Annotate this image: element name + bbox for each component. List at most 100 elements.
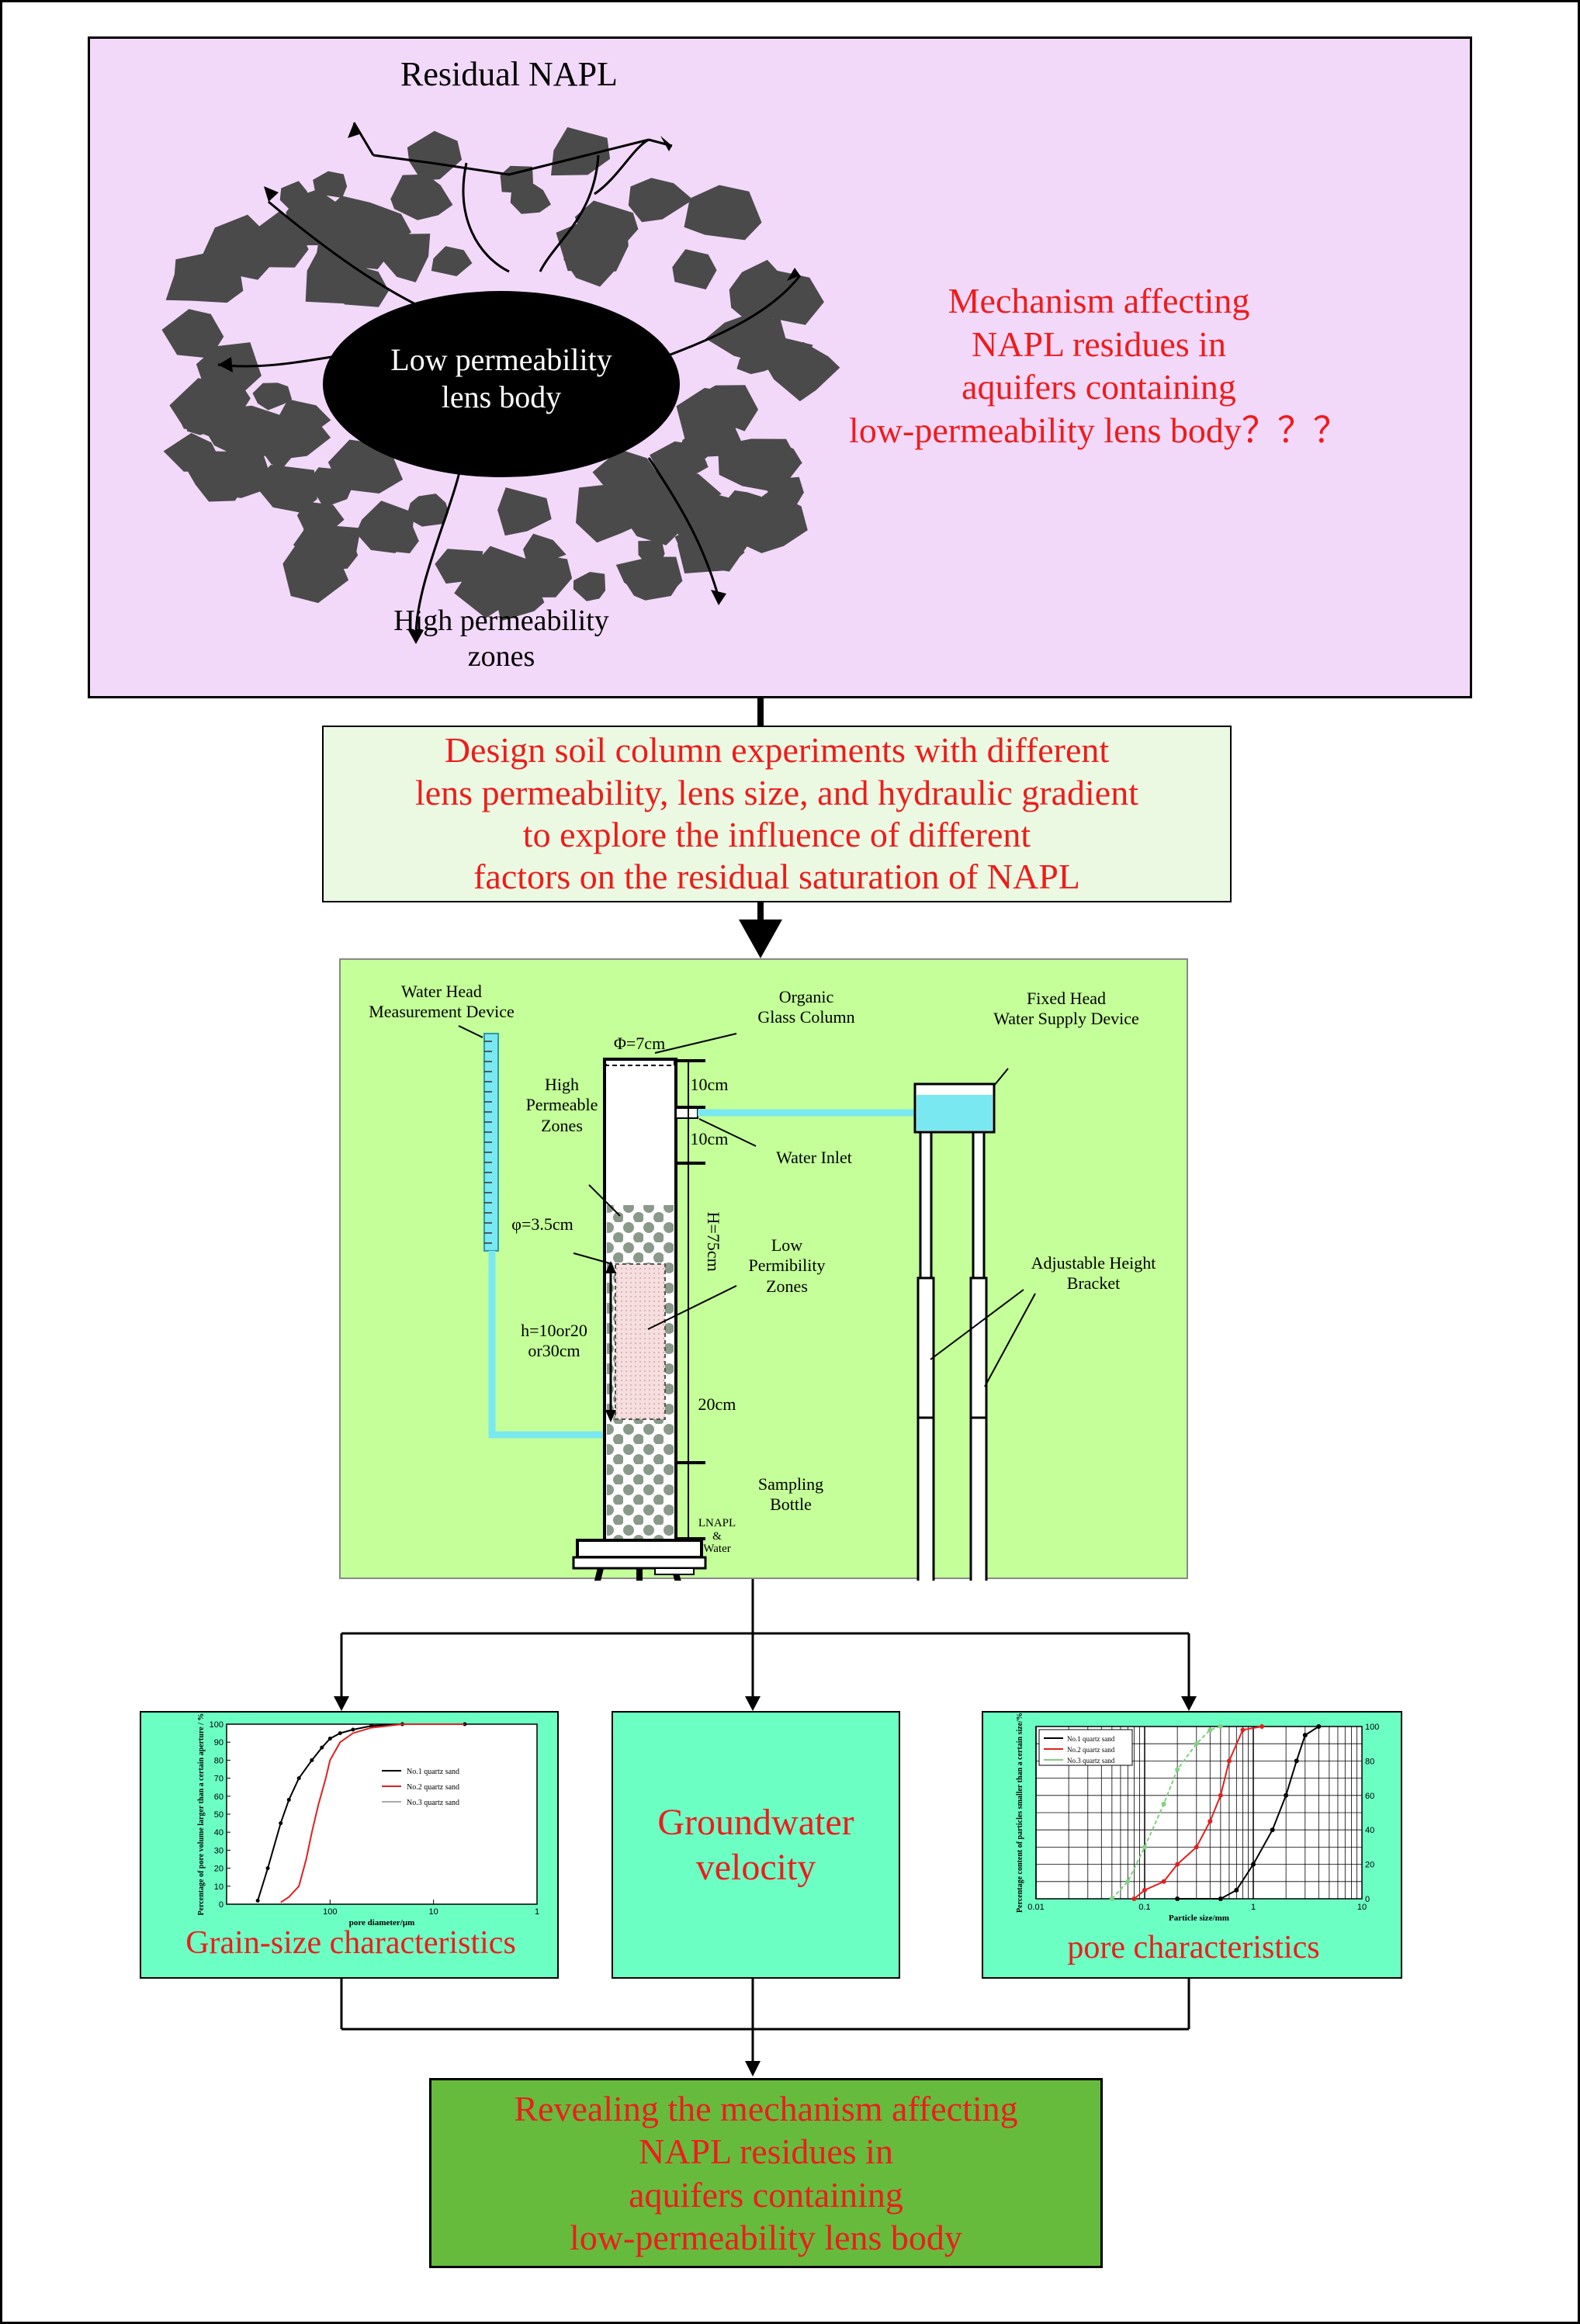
lens-height-line2: or30cm [528,1341,580,1361]
lens-illustration [161,122,840,644]
chart2-point [1175,1767,1180,1772]
adjustable-line1: Adjustable Height [1031,1253,1156,1273]
chart2-ytick-label: 0 [1365,1895,1370,1904]
fixed-head-line1: Fixed Head [1026,989,1107,1008]
sampling-line1: Sampling [757,1474,824,1494]
rock-grain [638,540,665,564]
chart1-ytick-label: 90 [214,1738,223,1747]
chart2-point [1109,1896,1114,1901]
design-line2: lens permeability, lens size, and hydrau… [414,772,1139,812]
rock-grain [407,130,463,181]
rock-grain [314,216,386,274]
chart2-point [1240,1727,1246,1733]
chart1-ytick-label: 60 [214,1792,223,1802]
arrow-heads [218,123,800,644]
design-line3: to explore the influence of different [522,815,1031,854]
rock-grain [303,519,340,551]
water-head-label: Water Head Measurement Device [341,982,542,1023]
rock-grain [551,126,611,176]
chart2-point [1208,1727,1213,1733]
chart2-point [1302,1733,1308,1738]
adjustable-bracket [916,1131,988,1581]
chart2-point [1208,1819,1213,1824]
chart2-point [1161,1879,1166,1884]
chart1-legend-label: No.3 quartz sand [407,1799,459,1807]
rock-grain [676,387,744,445]
chart2-point [1131,1896,1137,1901]
chart1-ylabel: Percentage of pore volume larger than a … [197,1713,206,1916]
high-permeable-label: High Permeable Zones [504,1075,620,1136]
chart1-point [286,1797,291,1802]
chart1-ytick-label: 50 [214,1810,223,1820]
chart2-point [1175,1896,1180,1901]
rock-grain [523,533,567,564]
chart1-point [351,1727,355,1732]
chart2-point [1194,1844,1199,1850]
bottle-line3: Water [703,1543,731,1555]
chart2-point [1284,1792,1289,1798]
chart2-point [1142,1844,1147,1850]
chart2-legend-label: No.3 quartz sand [1067,1757,1115,1765]
result-line3: aquifers containing [629,2174,903,2215]
chart1-ytick-label: 0 [219,1900,223,1910]
chart2-ytick-label: 100 [1365,1723,1379,1732]
chart2-point [1218,1792,1223,1798]
chart2-point [1294,1758,1299,1764]
rock-grain [705,313,787,363]
bottle-line2: & [712,1529,722,1543]
water-inlet-label: Water Inlet [776,1148,852,1167]
chart1-xtick-label: 100 [323,1907,337,1917]
chart1-xtick-label: 10 [429,1907,438,1917]
chart2-point [1316,1724,1322,1729]
chart1-ytick-label: 30 [214,1846,223,1855]
rock-grain [188,451,251,502]
low-permeability-lens [323,291,680,477]
chart1-point [310,1758,314,1762]
chart2-point [1194,1741,1199,1747]
chart1-plot-area [226,1723,538,1905]
soil-column-apparatus [458,1025,1036,1581]
fixed-head-label: Fixed Head Water Supply Device [969,989,1163,1030]
chart2-point [1259,1724,1265,1729]
rock-grain [253,464,317,513]
rock-grain [431,246,473,276]
lens-height-label: h=10or20 or30cm [496,1321,612,1362]
chart1-ytick-label: 20 [214,1865,223,1874]
sampling-bottle-label: Sampling Bottle [744,1474,837,1515]
chart1-legend-label: No.1 quartz sand [407,1768,459,1776]
chart2-series-line [1133,1726,1263,1900]
chart2-ylabel: Percentage content of particles smaller … [1016,1713,1024,1913]
high-perm-line2: zones [467,639,535,673]
result-line4: low-permeability lens body [570,2217,962,2257]
rock-grain [684,185,762,241]
chart2-series-line [1111,1726,1221,1900]
chart1-point [320,1745,324,1750]
rock-grain [622,559,679,601]
chart1-point [255,1898,260,1903]
residual-napl-label: Residual NAPL [400,55,618,93]
chart1-point [463,1722,467,1727]
mechanism-question: Mechanism affecting NAPL residues in aqu… [757,279,1440,452]
chart1-xtick-label: 1 [535,1907,539,1917]
rock-grain [759,441,802,473]
chart2-point [1142,1887,1147,1893]
chart2-point [1226,1758,1232,1764]
design-line1: Design soil column experiments with diff… [444,730,1110,771]
chart2-legend-label: No.1 quartz sand [1067,1735,1115,1743]
fixed-head-line2: Water Supply Device [993,1009,1139,1029]
rock-grain [628,178,694,223]
lens-body-label: Low permeability lens body [346,341,657,416]
chart2-xtick-label: 10 [1357,1903,1367,1912]
chart1-point [296,1776,301,1781]
rock-grain [279,399,331,436]
adjustable-bracket-label: Adjustable Height Bracket [1000,1253,1187,1294]
water-head-line2: Measurement Device [369,1002,515,1022]
rock-grain [665,491,736,549]
chart1-legend-label: No.2 quartz sand [407,1783,459,1792]
bottle-line1: LNAPL [698,1517,736,1529]
lens-body-label-line2: lens body [441,379,562,414]
dim-20cm: 20cm [698,1394,736,1414]
chart1-point [265,1866,270,1871]
